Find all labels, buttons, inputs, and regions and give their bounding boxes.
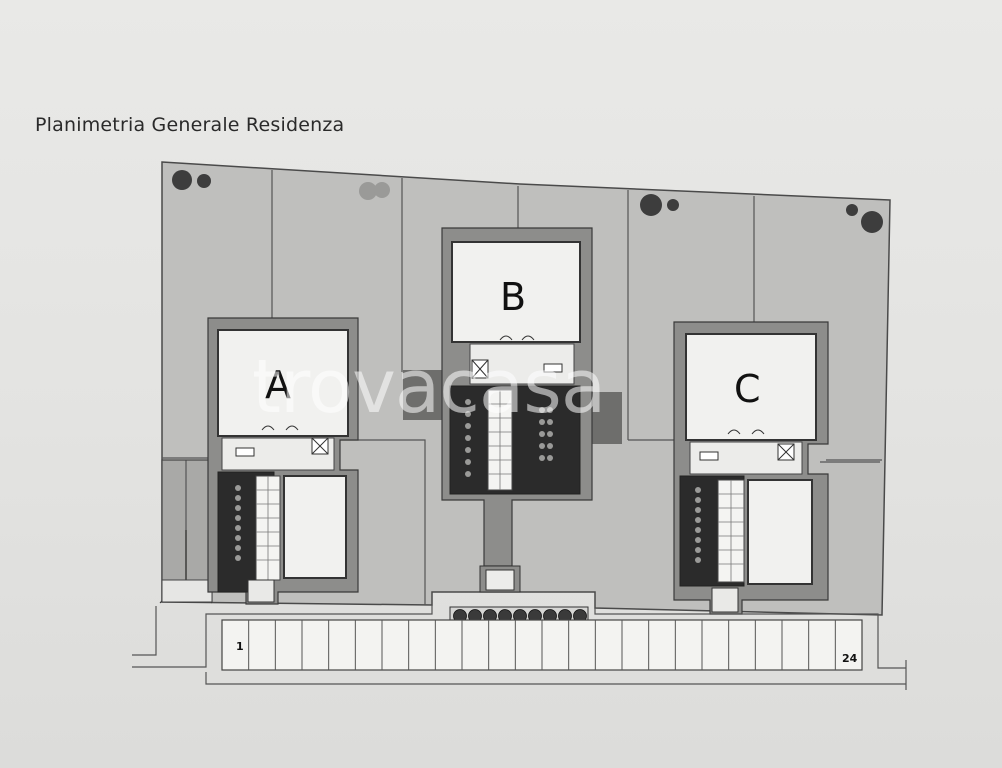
lot-dividers [162,170,882,605]
access-road [132,605,907,690]
tree-icons [172,170,883,233]
building-a: A [207,317,359,605]
parking-space-first-label: 1 [236,640,244,653]
page-title: Planimetria Generale Residenza [35,114,345,136]
building-c: C [673,321,829,615]
building-label-c: C [734,367,761,411]
parking-row: 1 24 [221,619,863,671]
watermark: trovacasa [252,344,605,430]
driveway-left [159,459,213,604]
parking-space-last-label: 24 [842,652,858,665]
building-label-b: B [500,275,526,319]
building-b: B [441,227,593,593]
building-label-a: A [265,363,291,407]
terrace-left [403,370,443,420]
